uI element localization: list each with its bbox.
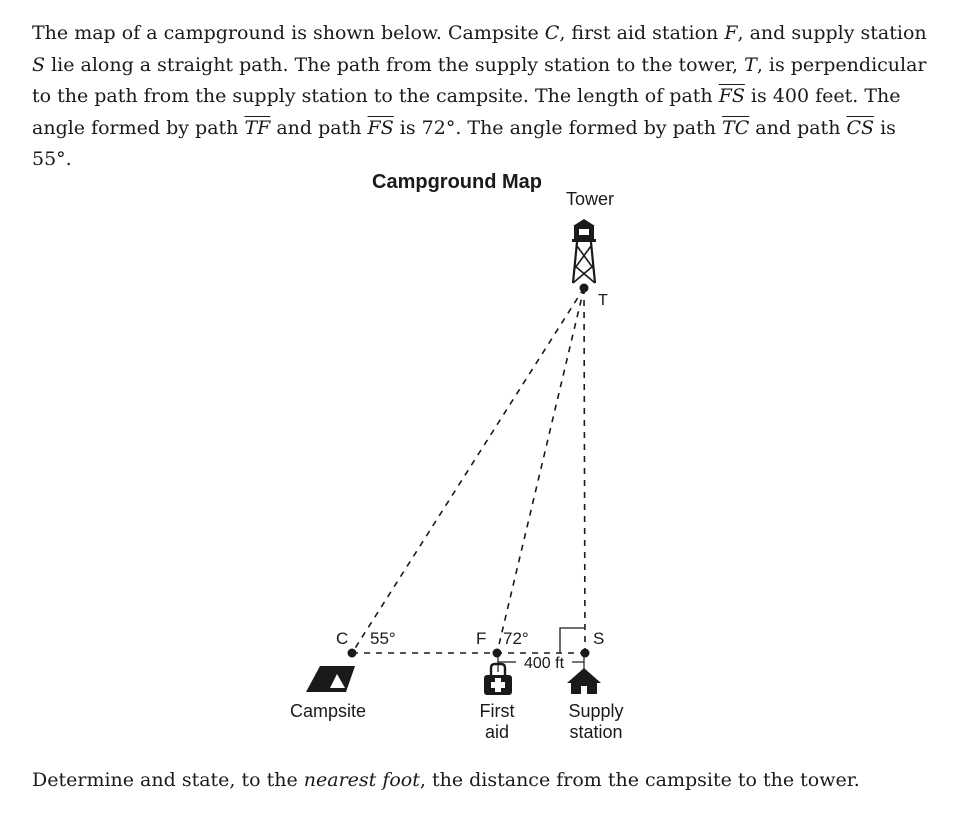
- problem-statement: The map of a campground is shown below. …: [32, 18, 932, 176]
- var-t: T: [744, 53, 757, 76]
- point-t-label: T: [598, 292, 608, 309]
- question-part-2: , the distance from the campsite to the …: [419, 769, 860, 791]
- angle-f-label: 72°: [503, 629, 529, 648]
- problem-text-1: The map of a campground is shown below. …: [32, 22, 545, 44]
- var-s: S: [32, 53, 46, 76]
- segment-fs-2: FS: [367, 116, 394, 139]
- right-angle-marker: [559, 627, 584, 653]
- length-fs-label: 400 ft: [524, 655, 565, 672]
- supply-label-line2: station: [569, 722, 622, 742]
- point-c-dot: [347, 648, 357, 658]
- first-aid-kit-icon: [484, 662, 512, 695]
- point-f-label: F: [476, 629, 486, 648]
- segment-tf: TF: [244, 116, 271, 139]
- var-f: F: [724, 22, 738, 44]
- problem-text-5: , is perpendicular to the path from the …: [32, 53, 927, 108]
- map-title: Campground Map: [372, 171, 542, 193]
- problem-text-6: is 400 feet. The angle formed by path: [32, 85, 901, 139]
- point-f-dot: [492, 648, 502, 658]
- path-tc: [351, 287, 585, 654]
- tower-label: Tower: [566, 189, 614, 209]
- problem-text-3: , and supply station: [737, 22, 927, 44]
- tower-icon: [571, 219, 597, 284]
- first-aid-label-line2: aid: [485, 722, 509, 742]
- question-emphasis: nearest foot: [303, 769, 420, 791]
- segment-tc: TC: [722, 116, 750, 139]
- point-s-dot: [580, 648, 590, 658]
- tent-icon: [306, 666, 355, 692]
- campsite-label: Campsite: [290, 701, 366, 721]
- first-aid-label-line1: First: [480, 701, 515, 721]
- segment-fs: FS: [718, 85, 745, 107]
- problem-text-4: lie along a straight path. The path from…: [45, 53, 745, 76]
- question-part-1: Determine and state, to the: [32, 769, 304, 791]
- var-c: C: [544, 22, 560, 44]
- supply-label-line1: Supply: [568, 701, 623, 721]
- point-t-dot: [579, 283, 589, 293]
- point-s-label: S: [593, 629, 604, 648]
- problem-text-10: is 55°.: [32, 116, 896, 171]
- segment-cs: CS: [846, 116, 875, 139]
- question-text: Determine and state, to the nearest foot…: [32, 766, 932, 794]
- problem-text-9: and path: [749, 116, 847, 139]
- problem-text-2: , first aid station: [559, 22, 725, 44]
- problem-text-8: is 72°. The angle formed by path: [393, 116, 723, 139]
- house-icon: [567, 668, 601, 694]
- path-tf: [496, 287, 585, 654]
- angle-c-label: 55°: [370, 629, 396, 648]
- problem-text-7: and path: [270, 116, 368, 139]
- point-c-label: C: [336, 629, 348, 648]
- path-ts: [583, 287, 586, 654]
